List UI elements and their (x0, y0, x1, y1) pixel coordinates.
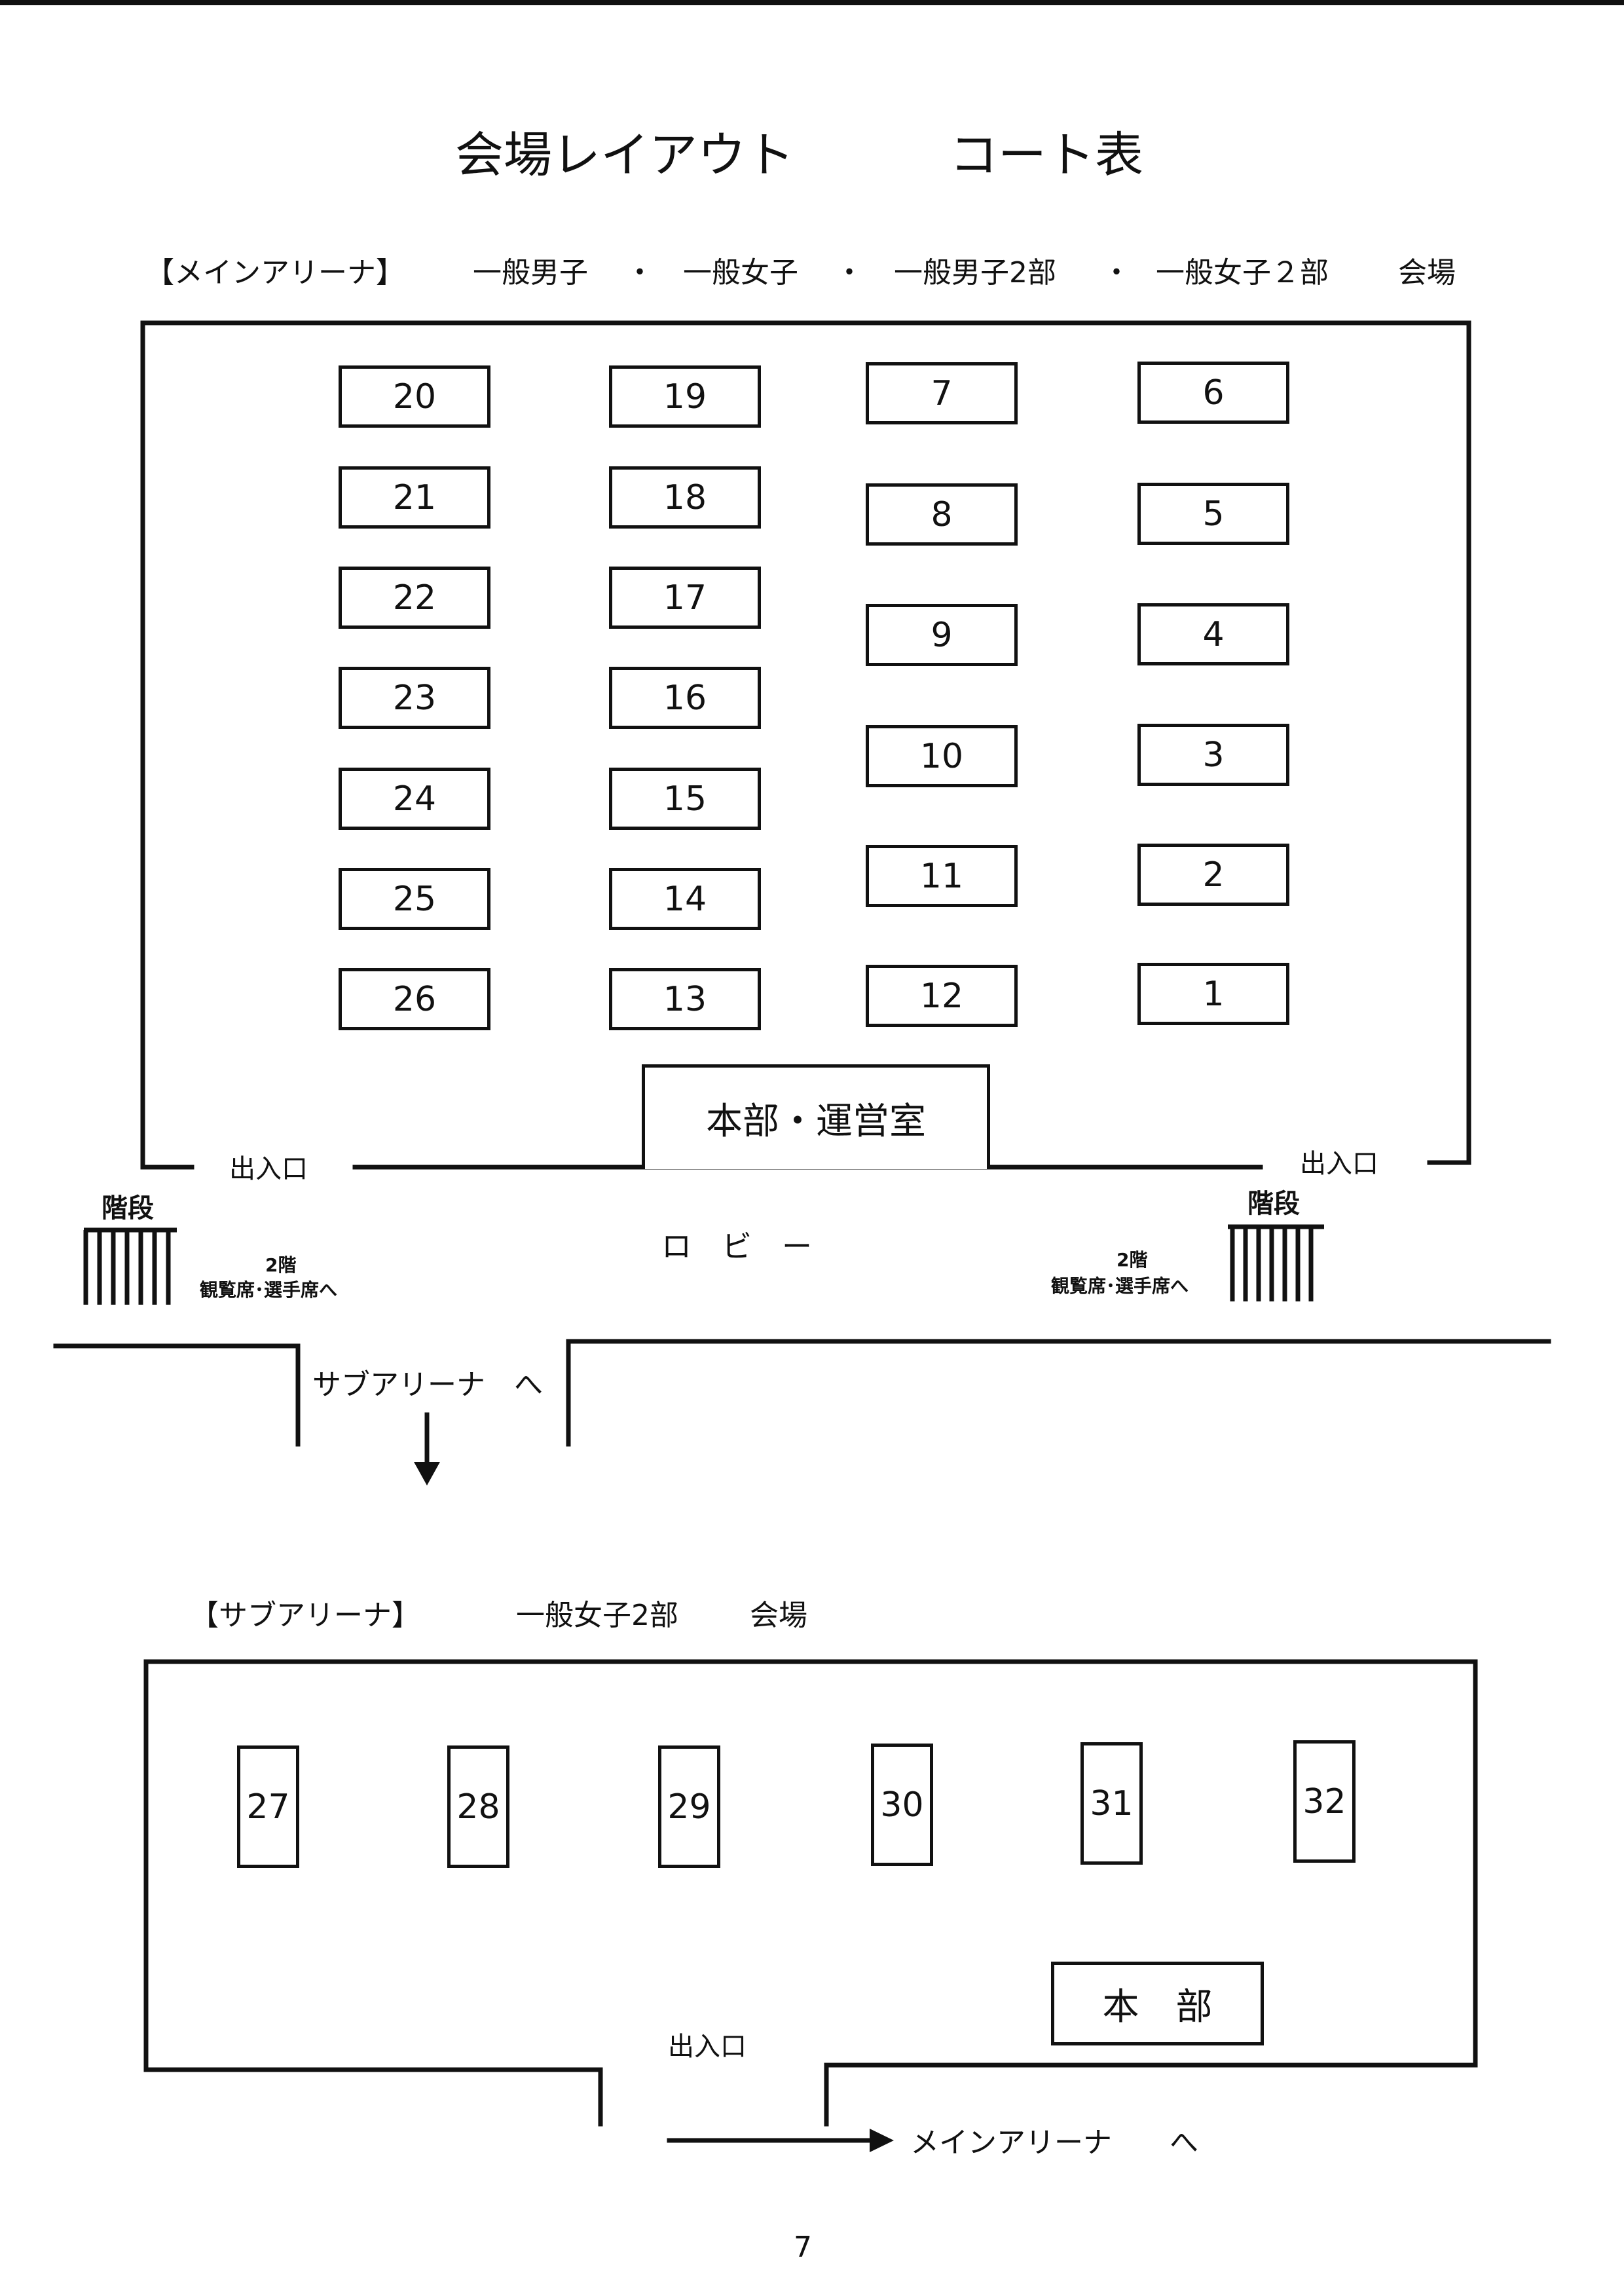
main-hq-office: 本部・運営室 (642, 1064, 990, 1169)
sub-arena-wall (143, 1659, 1478, 2127)
court-26: 26 (339, 968, 490, 1030)
court-6: 6 (1137, 362, 1289, 424)
court-28: 28 (447, 1745, 509, 1868)
stairs-left-floor: 2階 (265, 1254, 297, 1276)
division-1: 一般男子 (473, 256, 588, 289)
sub-hq-label: 本 部 (1102, 1985, 1213, 2028)
court-17: 17 (609, 567, 761, 629)
sub-hq: 本 部 (1051, 1962, 1264, 2045)
court-27: 27 (237, 1745, 299, 1868)
court-22: 22 (339, 567, 490, 629)
court-1: 1 (1137, 963, 1289, 1025)
court-4: 4 (1137, 603, 1289, 665)
stairs-left-icon (83, 1227, 177, 1305)
court-19: 19 (609, 365, 761, 428)
court-30: 30 (871, 1744, 933, 1866)
stairs-right-icon (1228, 1224, 1324, 1301)
main-entrance-right: 出入口 (1300, 1149, 1378, 1179)
lobby-label: ロ ビ ー (661, 1229, 812, 1264)
page-title-court-table: コート表 (950, 127, 1143, 183)
stairs-right-floor: 2階 (1116, 1249, 1148, 1271)
court-8: 8 (866, 483, 1018, 546)
page-top-border (0, 0, 1624, 5)
court-5: 5 (1137, 483, 1289, 545)
stairs-right-destination: 観覧席･選手席へ (1051, 1275, 1189, 1297)
court-31: 31 (1080, 1742, 1143, 1865)
lobby-wall-left (53, 1343, 301, 1447)
main-entrance-left: 出入口 (229, 1154, 308, 1184)
division-separator: ・ (835, 256, 864, 289)
court-12: 12 (866, 965, 1018, 1027)
stairs-left-label: 階段 (101, 1193, 154, 1223)
main-hq-label: 本部・運営室 (706, 1100, 926, 1143)
arrow-right-head (870, 2129, 894, 2152)
court-3: 3 (1137, 724, 1289, 786)
sub-arena-division: 一般女子2部 (516, 1599, 678, 1632)
division-separator: ・ (1102, 256, 1131, 289)
court-29: 29 (658, 1745, 720, 1868)
page-number: 7 (794, 2231, 812, 2264)
court-16: 16 (609, 667, 761, 729)
lobby-wall-right (566, 1339, 1551, 1447)
court-18: 18 (609, 466, 761, 529)
court-20: 20 (339, 365, 490, 428)
court-9: 9 (866, 604, 1018, 666)
sub-venue-word: 会場 (750, 1599, 807, 1632)
court-25: 25 (339, 868, 490, 930)
stairs-left-destination: 観覧席･選手席へ (200, 1279, 338, 1301)
sub-entrance: 出入口 (668, 2032, 747, 2062)
division-2: 一般女子 (683, 256, 798, 289)
court-15: 15 (609, 768, 761, 830)
court-21: 21 (339, 466, 490, 529)
court-7: 7 (866, 362, 1018, 424)
court-32: 32 (1293, 1740, 1356, 1863)
division-3: 一般男子2部 (894, 256, 1056, 289)
court-14: 14 (609, 868, 761, 930)
to-sub-arena-label: サブアリーナ へ (312, 1368, 543, 1402)
main-arena-label: 【メインアリーナ】 (145, 256, 405, 289)
page-title-layout: 会場レイアウト (455, 127, 794, 183)
division-separator: ・ (625, 256, 654, 289)
court-24: 24 (339, 768, 490, 830)
court-2: 2 (1137, 844, 1289, 906)
arrow-down-head (414, 1462, 440, 1485)
main-venue-word: 会場 (1398, 256, 1456, 289)
court-11: 11 (866, 845, 1018, 907)
to-main-arena-label: メインアリーナ へ (910, 2126, 1198, 2159)
court-10: 10 (866, 725, 1018, 787)
stairs-right-label: 階段 (1247, 1189, 1300, 1219)
court-13: 13 (609, 968, 761, 1030)
division-4: 一般女子２部 (1156, 256, 1329, 289)
main-arena-wall (140, 320, 1471, 1170)
court-23: 23 (339, 667, 490, 729)
sub-arena-label: 【サブアリーナ】 (190, 1599, 420, 1632)
